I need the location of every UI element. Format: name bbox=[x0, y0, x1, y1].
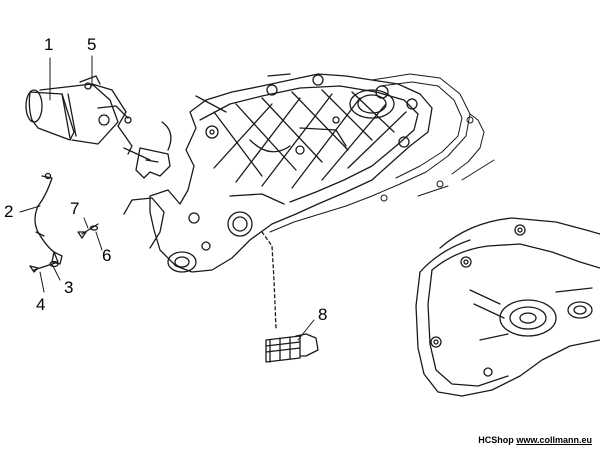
callout-number-2: 2 bbox=[4, 202, 14, 221]
callout-number-5: 5 bbox=[87, 35, 97, 54]
callout-number-3: 3 bbox=[64, 278, 74, 297]
callout-number-1: 1 bbox=[44, 35, 54, 54]
callout-number-8: 8 bbox=[318, 305, 328, 324]
crankcase-main bbox=[123, 73, 433, 273]
callout-number-4: 4 bbox=[36, 295, 46, 314]
starter-mount-bracket bbox=[135, 121, 172, 179]
starter-cable bbox=[34, 172, 63, 265]
screw-and-washer bbox=[29, 260, 59, 273]
clutch-cover bbox=[415, 217, 600, 397]
callout-number-7: 7 bbox=[70, 199, 80, 218]
starter-gear bbox=[261, 231, 319, 363]
shop-watermark: HCShop www.collmann.eu bbox=[478, 435, 592, 445]
watermark-url: www.collmann.eu bbox=[516, 435, 592, 445]
bolt-and-washer bbox=[77, 223, 99, 239]
callout-number-6: 6 bbox=[102, 246, 112, 265]
watermark-brand: HCShop bbox=[478, 435, 514, 445]
starter-motor bbox=[25, 75, 151, 161]
callout-leader-lines bbox=[19, 55, 315, 341]
crankcase-gasket bbox=[269, 73, 495, 233]
